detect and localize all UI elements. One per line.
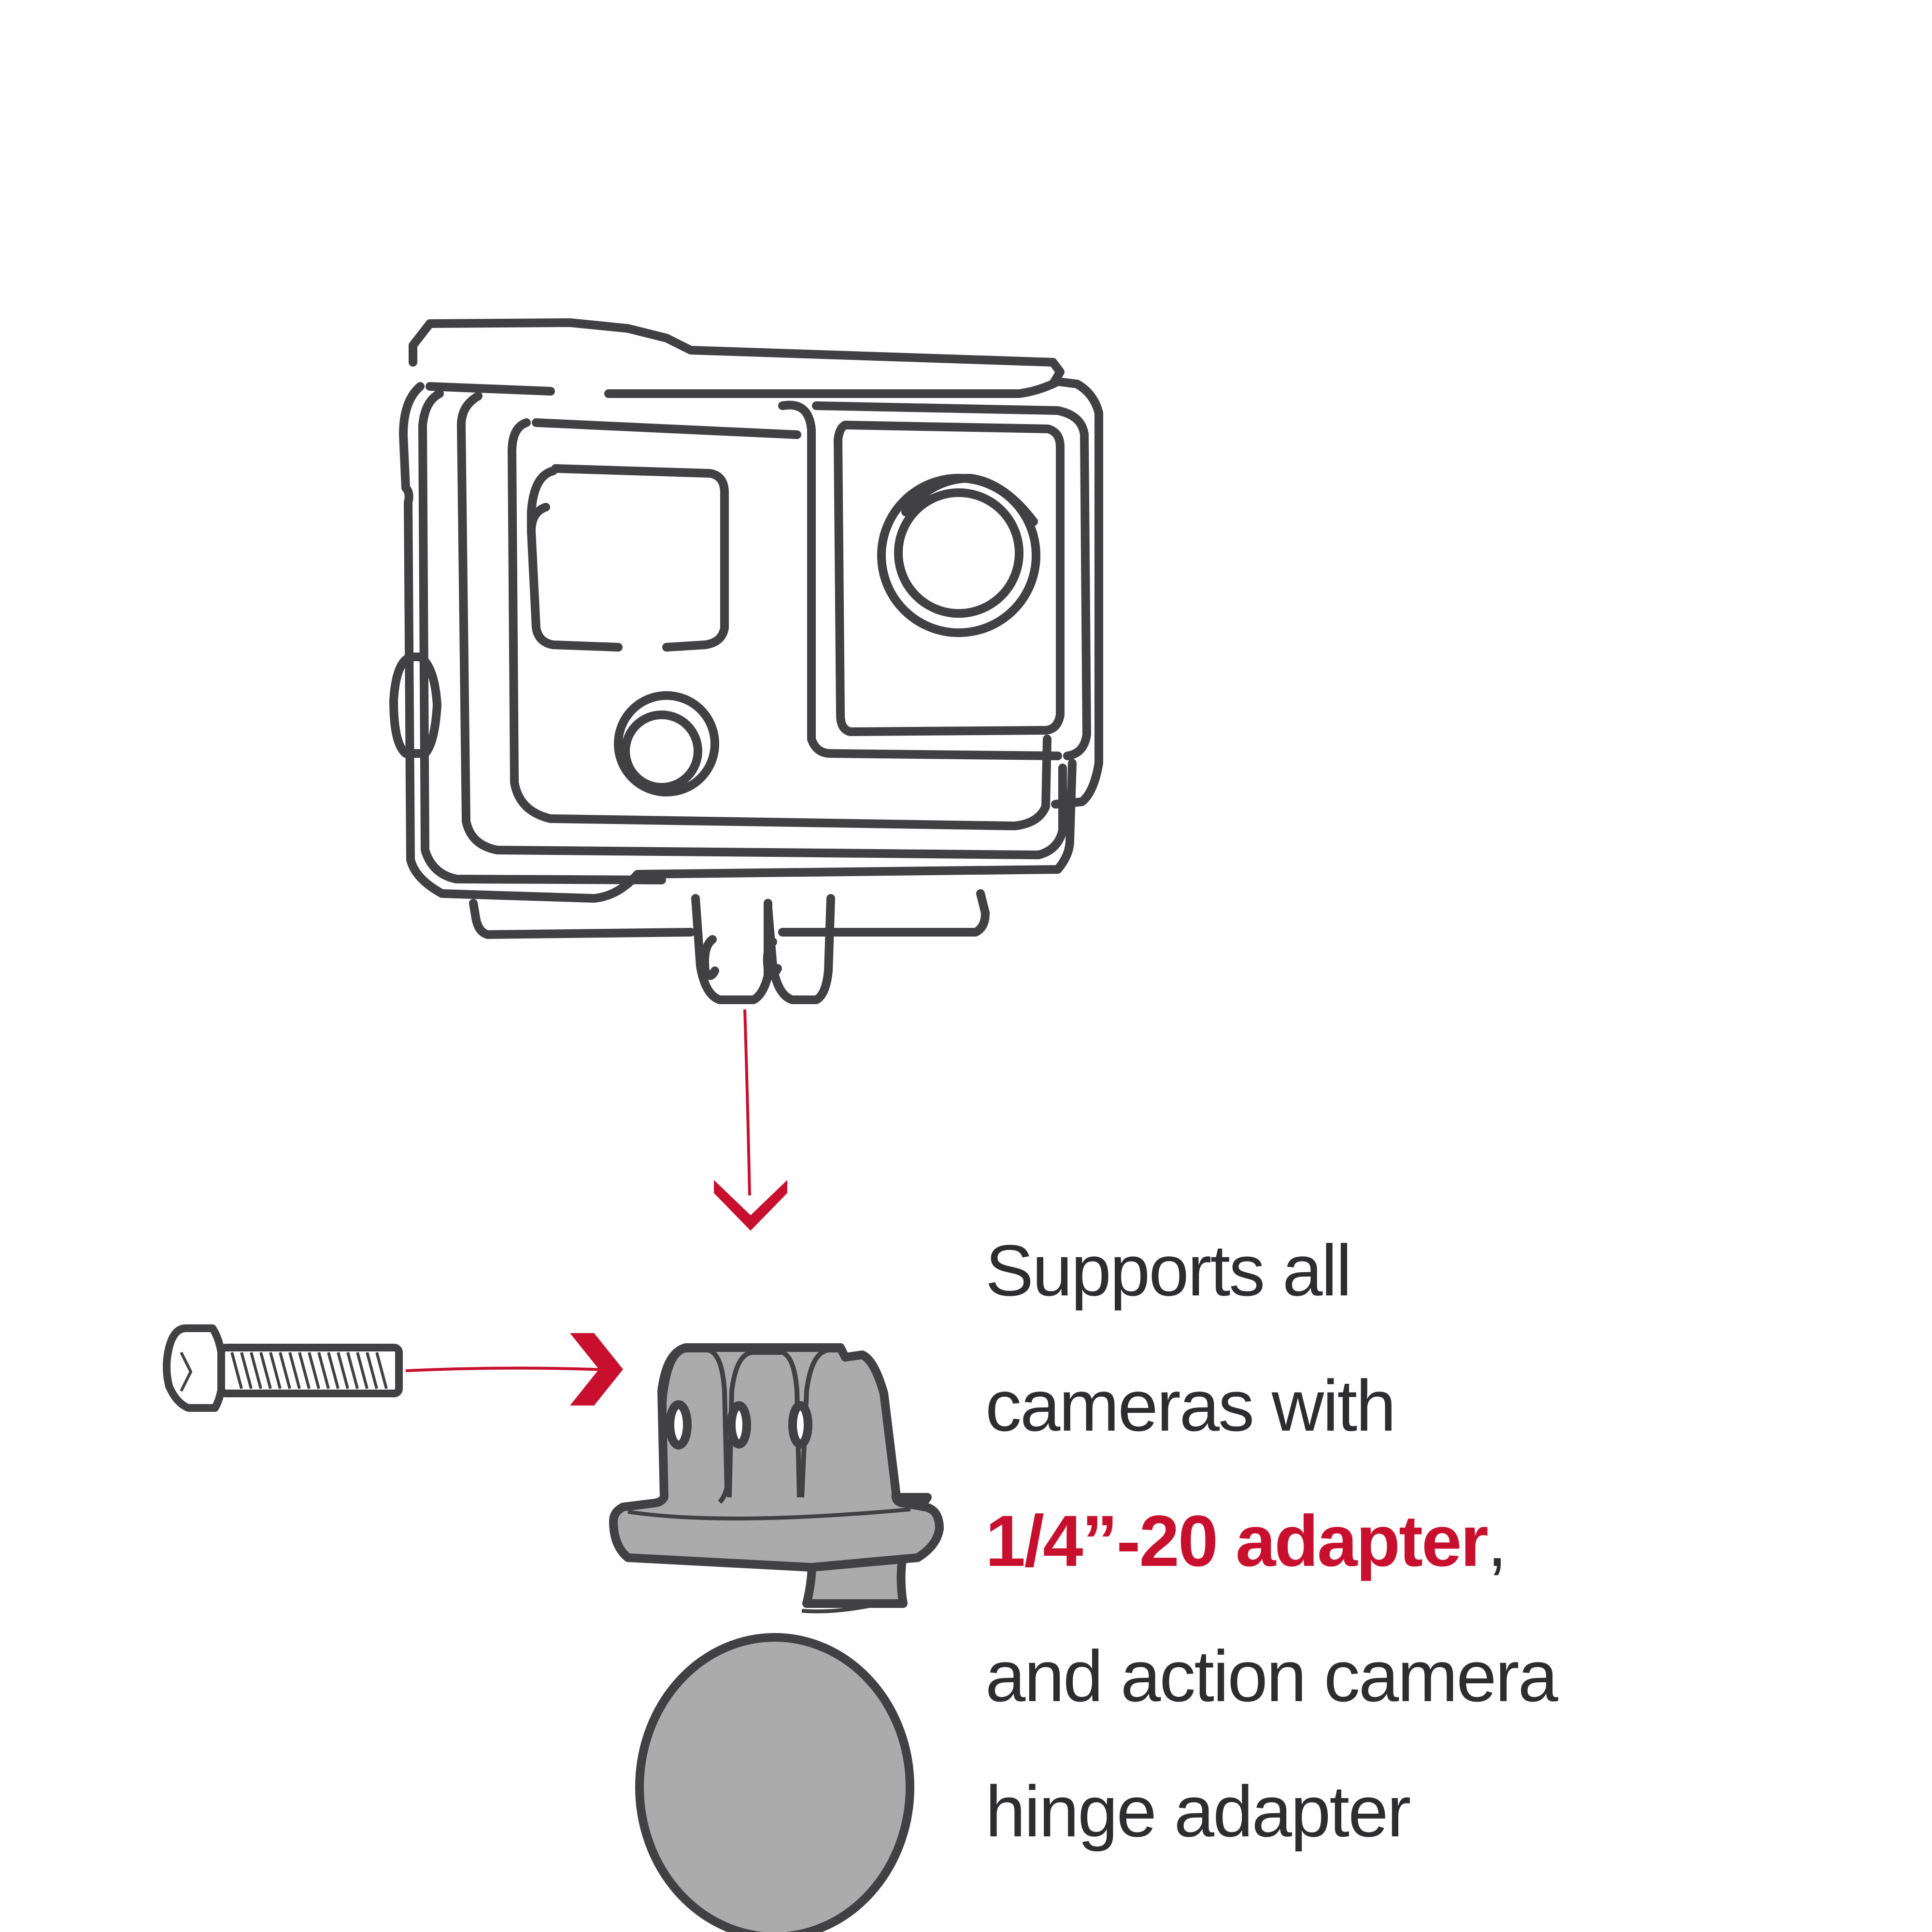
caption-line-5: hinge adapter: [985, 1771, 1411, 1852]
caption-line-4: and action camera: [985, 1635, 1558, 1717]
caption-line-1: Supports all: [985, 1230, 1352, 1311]
caption-comma: ,: [1487, 1500, 1507, 1581]
arrow-down-icon: [714, 1009, 787, 1231]
arrow-right-icon: [405, 1333, 623, 1406]
screw-icon: [163, 1324, 403, 1412]
feature-caption: Supports all cameras with 1/4”-20 adapte…: [985, 1203, 1903, 1879]
caption-line-3: 1/4”-20 adapter,: [985, 1473, 1903, 1608]
caption-highlight: 1/4”-20 adapter: [985, 1500, 1489, 1581]
ball-mount-adapter-icon: [609, 1343, 944, 1932]
camera-icon: [389, 318, 1103, 1004]
caption-line-2: cameras with: [985, 1365, 1396, 1446]
